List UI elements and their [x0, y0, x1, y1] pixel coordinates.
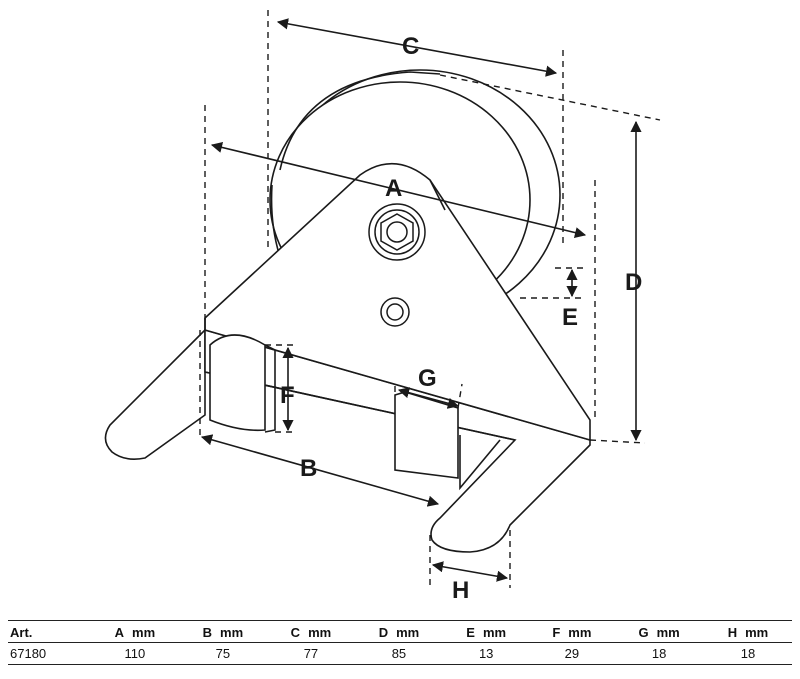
- dim-arrow-g: [397, 387, 460, 409]
- mounting-hole: [380, 297, 410, 327]
- cell-b: 75: [178, 642, 267, 665]
- dimension-arrows: [200, 18, 642, 582]
- table-top-rule: [8, 620, 792, 621]
- label-d: D: [625, 269, 642, 296]
- header-art: Art.: [8, 622, 91, 643]
- dim-arrow-b: [200, 434, 440, 507]
- label-a: A: [385, 175, 402, 202]
- dim-arrow-h: [431, 561, 509, 582]
- cell-a: 110: [90, 642, 179, 665]
- base-plate: [104, 328, 591, 553]
- cell-f: 29: [529, 642, 615, 665]
- cell-art: 67180: [8, 642, 91, 665]
- gate-wheel-diagram: A B C D E F G H: [104, 10, 661, 604]
- cell-h: 18: [703, 642, 792, 665]
- guide-block-left: [209, 334, 276, 433]
- table-row: 67180 110 75 77 85 13 29 18 18: [8, 642, 792, 665]
- label-g: G: [418, 365, 437, 392]
- label-f: F: [280, 382, 295, 409]
- cell-c: 77: [266, 642, 355, 665]
- axle-bolt: [368, 203, 426, 261]
- label-b: B: [300, 455, 317, 482]
- label-e: E: [562, 304, 578, 331]
- cell-e: 13: [442, 642, 530, 665]
- guide-block-right: [394, 391, 459, 479]
- cell-g: 18: [614, 642, 704, 665]
- dim-arrow-c: [276, 18, 558, 77]
- dim-arrow-a: [210, 141, 587, 239]
- cell-d: 85: [354, 642, 443, 665]
- label-c: C: [402, 33, 419, 60]
- label-h: H: [452, 577, 469, 604]
